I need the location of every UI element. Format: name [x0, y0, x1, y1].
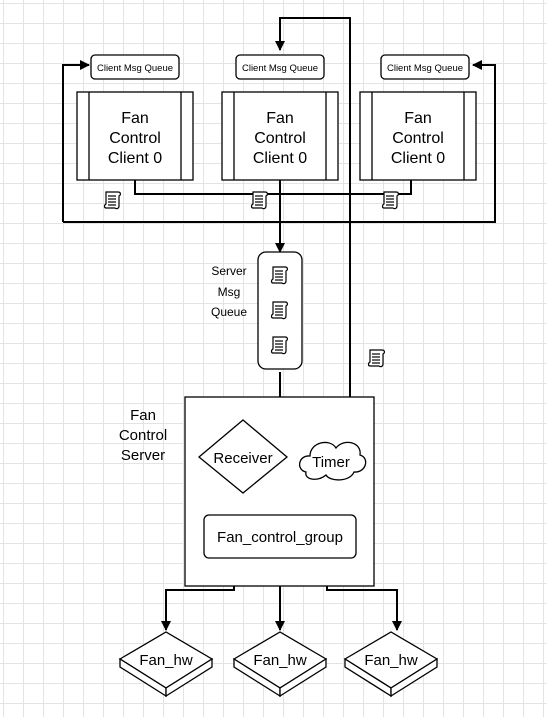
message-scroll-icon [381, 191, 399, 210]
client-process-2[interactable]: Fan Control Client 0 [359, 91, 477, 181]
client-queue-1[interactable]: Client Msg Queue [235, 54, 325, 80]
message-scroll-icon [250, 191, 268, 210]
fan-hw-label: Fan_hw [253, 652, 307, 669]
fan-hw-label: Fan_hw [364, 652, 418, 669]
fan-hw-label: Fan_hw [139, 652, 193, 669]
client-name-line: Client 0 [391, 150, 445, 167]
client-name-line: Client 0 [108, 150, 162, 167]
client-name-line: Control [392, 130, 444, 147]
edge-client0-to-bus [134, 180, 412, 195]
fan-hw-1[interactable]: Fan_hw [232, 631, 328, 698]
client-name-line: Fan [404, 110, 432, 127]
message-scroll-icon [270, 301, 288, 320]
client-queue-label: Client Msg Queue [97, 63, 173, 74]
receiver-label: Receiver [213, 450, 272, 467]
timer-label: Timer [312, 454, 350, 471]
message-scroll-icon [270, 336, 288, 355]
server-queue-label-line: Msg [218, 285, 241, 299]
fan-control-group[interactable]: Fan_control_group [203, 514, 357, 559]
client-process-1[interactable]: Fan Control Client 0 [221, 91, 339, 181]
receiver-diamond[interactable]: Receiver [197, 419, 289, 494]
timer-cloud[interactable]: Timer [299, 441, 367, 481]
client-name-line: Client 0 [253, 150, 307, 167]
fan-hw-2[interactable]: Fan_hw [343, 631, 439, 698]
edge-server-up-to-queue [275, 17, 351, 400]
server-label-line: Fan [130, 407, 156, 424]
client-queue-2[interactable]: Client Msg Queue [380, 54, 470, 80]
server-label-line: Server [121, 447, 165, 464]
client-name-line: Control [254, 130, 306, 147]
edge-hw-branches [165, 584, 398, 630]
client-queue-0[interactable]: Client Msg Queue [90, 54, 180, 80]
message-scroll-icon [367, 349, 385, 368]
fan-hw-0[interactable]: Fan_hw [118, 631, 214, 698]
server-queue-label-line: Server [211, 264, 246, 278]
message-scroll-icon [103, 191, 121, 210]
client-name-line: Control [109, 130, 161, 147]
fan-control-group-label: Fan_control_group [217, 529, 343, 546]
edge-loop-left-queue [62, 60, 90, 222]
server-msg-queue[interactable] [257, 251, 303, 370]
client-queue-label: Client Msg Queue [242, 63, 318, 74]
client-name-line: Fan [266, 110, 294, 127]
server-queue-label-line: Queue [211, 305, 247, 319]
client-queue-label: Client Msg Queue [387, 63, 463, 74]
client-name-line: Fan [121, 110, 149, 127]
client-process-0[interactable]: Fan Control Client 0 [76, 91, 194, 181]
message-scroll-icon [270, 266, 288, 285]
server-label-line: Control [119, 427, 167, 444]
